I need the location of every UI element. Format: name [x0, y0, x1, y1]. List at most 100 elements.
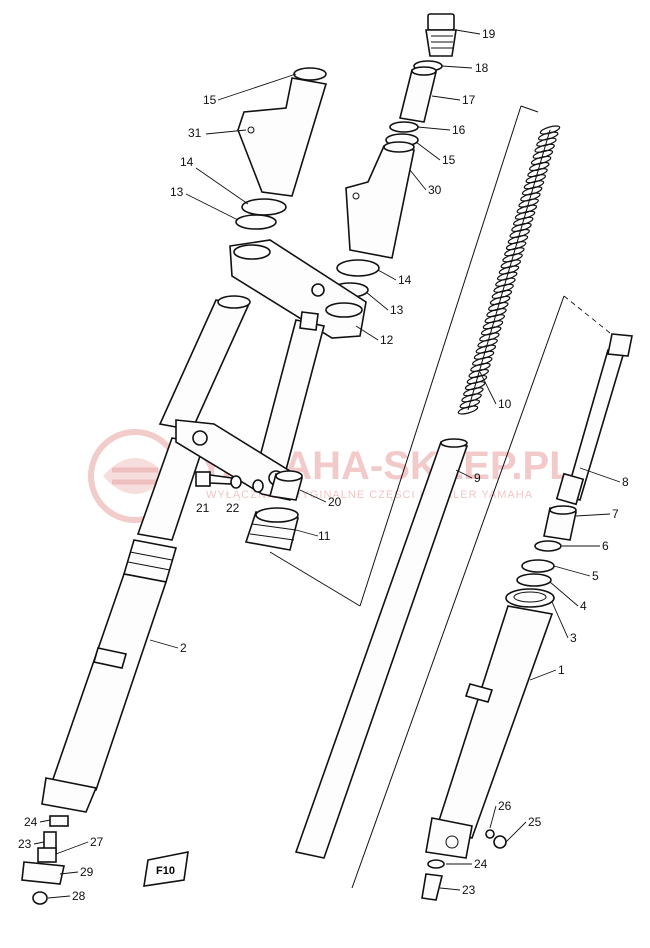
label-10: 10 — [498, 397, 512, 411]
leader-line — [489, 805, 497, 829]
part-19-cap-bolt — [425, 13, 457, 57]
label-14-left: 14 — [180, 155, 194, 169]
part-29-bracket — [21, 861, 65, 885]
leader-line — [33, 841, 45, 845]
part-8-damper-rod — [555, 333, 633, 506]
label-5: 5 — [592, 569, 599, 583]
label-2: 2 — [180, 641, 187, 655]
guide-lines — [269, 105, 616, 889]
leader-line — [365, 291, 389, 311]
part-28-nut — [32, 891, 48, 905]
leader-line — [59, 871, 79, 875]
leader-line — [377, 269, 397, 281]
part-27-part — [37, 847, 57, 863]
label-8: 8 — [622, 475, 629, 489]
part-11-dust-boot — [244, 507, 299, 551]
stamp-text: F10 — [156, 865, 175, 877]
leader-line — [549, 581, 579, 607]
label-24-right: 24 — [474, 857, 488, 871]
label-31: 31 — [188, 126, 202, 140]
spring-coil — [457, 405, 479, 415]
part-17-spacer — [399, 66, 437, 123]
leader-line — [579, 467, 621, 483]
leader-line — [455, 29, 481, 35]
part-9-inner-tube — [294, 438, 469, 859]
part-31-bracket-tube — [237, 77, 328, 197]
leader-line — [441, 65, 473, 69]
leader-line — [455, 469, 473, 479]
leader-line — [299, 489, 327, 503]
leader-line — [185, 193, 239, 221]
leader-line — [47, 895, 71, 899]
label-3: 3 — [570, 631, 577, 645]
part-13-seal-left — [235, 214, 277, 230]
part-22-washer-2 — [252, 479, 264, 493]
label-1: 1 — [558, 663, 565, 677]
label-26: 26 — [498, 799, 512, 813]
leader-line — [149, 639, 179, 649]
leader-line — [55, 841, 89, 855]
part-26-washer-right — [485, 829, 495, 839]
leader-line — [575, 513, 611, 517]
part-2-fork-left — [41, 295, 251, 813]
part-4-washer — [516, 573, 552, 587]
label-12: 12 — [380, 333, 394, 347]
leader-line — [39, 819, 51, 823]
leader-line — [355, 325, 379, 341]
label-24-left: 24 — [24, 815, 38, 829]
label-30: 30 — [428, 183, 442, 197]
part-5-ring — [521, 559, 555, 573]
leader-line — [417, 126, 451, 131]
part-24-washer-left — [49, 815, 69, 827]
part-14-seal-right — [336, 259, 380, 277]
part-20-collar — [268, 470, 304, 501]
label-6: 6 — [602, 539, 609, 553]
label-9: 9 — [474, 471, 481, 485]
label-23-right: 23 — [462, 883, 476, 897]
label-28: 28 — [72, 889, 86, 903]
part-22-washer — [230, 475, 242, 489]
part-25-screw-right — [493, 835, 507, 849]
part-14-seal-left — [241, 198, 287, 216]
label-23-left: 23 — [18, 837, 32, 851]
leader-line — [529, 669, 557, 681]
leader-line — [479, 371, 497, 405]
part-30-bracket-tube — [345, 141, 415, 259]
label-20: 20 — [328, 495, 342, 509]
leader-line — [195, 167, 249, 205]
leader-line — [295, 529, 319, 537]
part-16-ring — [389, 121, 419, 133]
label-14-right: 14 — [398, 273, 412, 287]
part-24-washer-right — [427, 859, 445, 869]
label-21: 21 — [196, 501, 210, 515]
label-15-left: 15 — [203, 93, 217, 107]
leader-lines — [33, 29, 621, 899]
label-4: 4 — [580, 599, 587, 613]
part-15-ring-left — [293, 67, 327, 81]
leader-line — [415, 141, 441, 161]
label-16: 16 — [452, 123, 466, 137]
part-10-spring — [457, 125, 561, 415]
part-23-bolt-right — [421, 873, 443, 901]
label-17: 17 — [462, 93, 476, 107]
part-12-upper-bracket — [229, 239, 367, 339]
leader-line — [217, 73, 297, 101]
leader-line — [431, 95, 461, 101]
label-29: 29 — [80, 865, 94, 879]
leader-line — [205, 129, 247, 135]
label-13-right: 13 — [390, 303, 404, 317]
stamp-icon: F10 — [143, 850, 189, 887]
label-15-right: 15 — [442, 153, 456, 167]
leader-line — [505, 821, 527, 843]
label-13-left: 13 — [170, 185, 184, 199]
label-18: 18 — [475, 61, 489, 75]
label-27: 27 — [90, 835, 104, 849]
part-3-oil-seal — [505, 588, 555, 608]
label-19: 19 — [482, 27, 496, 41]
part-6-ring — [534, 540, 562, 552]
part-labels: 19 18 17 15 16 15 31 30 14 13 14 13 12 1… — [18, 27, 629, 903]
leader-line — [553, 565, 591, 577]
leader-line — [439, 887, 461, 891]
label-22: 22 — [226, 501, 240, 515]
